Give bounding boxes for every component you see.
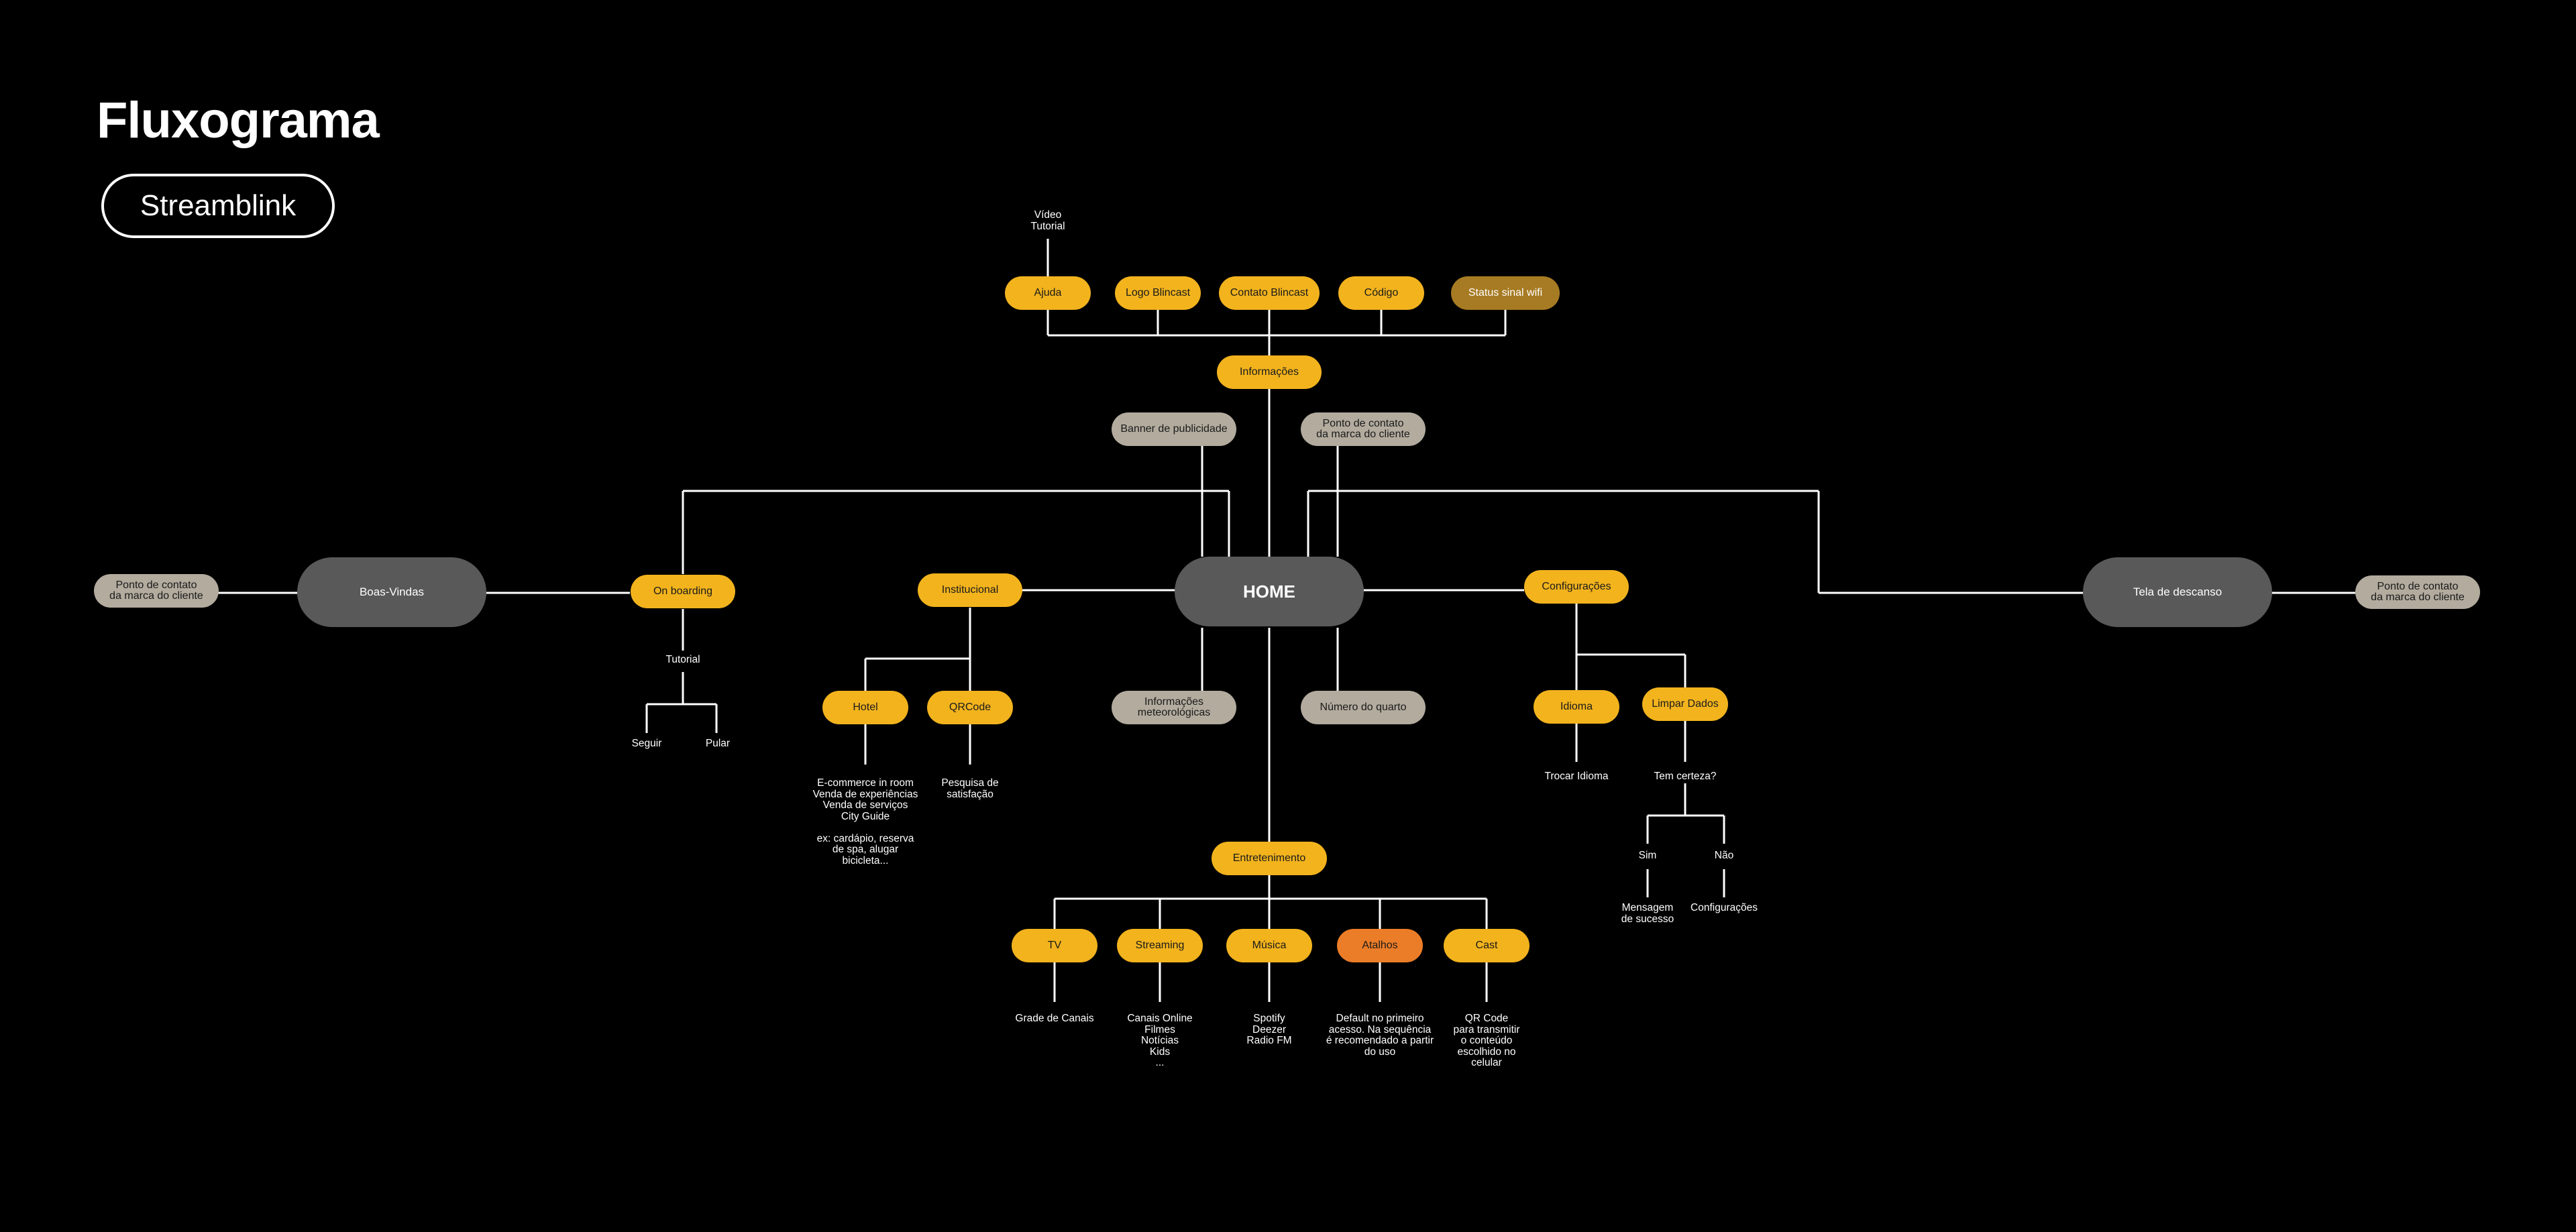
node-hotel[interactable]: Hotel bbox=[822, 691, 908, 724]
label-video-tutorial: Vídeo Tutorial bbox=[1030, 209, 1065, 232]
label-cast-descricao: QR Code para transmitir o conteúdo escol… bbox=[1453, 1013, 1520, 1068]
node-tv[interactable]: TV bbox=[1012, 929, 1097, 962]
node-idioma[interactable]: Idioma bbox=[1534, 690, 1619, 724]
label-pesquisa-satisfacao: Pesquisa de satisfação bbox=[941, 777, 999, 800]
label-tutorial: Tutorial bbox=[665, 654, 700, 665]
node-ponto-contato-topo[interactable]: Ponto de contato da marca do cliente bbox=[1301, 412, 1426, 446]
node-on-boarding[interactable]: On boarding bbox=[631, 575, 735, 608]
label-seguir: Seguir bbox=[631, 738, 662, 749]
node-tela-de-descanso[interactable]: Tela de descanso bbox=[2083, 557, 2272, 627]
node-streaming[interactable]: Streaming bbox=[1117, 929, 1203, 962]
node-home[interactable]: HOME bbox=[1175, 557, 1364, 626]
project-name-badge: Streamblink bbox=[101, 174, 335, 238]
label-sim: Sim bbox=[1638, 850, 1657, 861]
label-grade-de-canais: Grade de Canais bbox=[1015, 1013, 1094, 1024]
node-musica[interactable]: Música bbox=[1226, 929, 1312, 962]
label-streaming-itens: Canais Online Filmes Notícias Kids ... bbox=[1127, 1013, 1193, 1068]
node-cast[interactable]: Cast bbox=[1444, 929, 1529, 962]
node-ponto-contato-direita[interactable]: Ponto de contato da marca do cliente bbox=[2355, 575, 2480, 609]
label-hotel-servicos: E-commerce in room Venda de experiências… bbox=[812, 777, 918, 866]
page-title: Fluxograma bbox=[97, 92, 380, 149]
node-configuracoes[interactable]: Configurações bbox=[1524, 570, 1629, 604]
node-logo-blincast[interactable]: Logo Blincast bbox=[1115, 276, 1201, 310]
node-qrcode[interactable]: QRCode bbox=[927, 691, 1013, 724]
node-status-sinal-wifi[interactable]: Status sinal wifi bbox=[1451, 276, 1560, 310]
node-codigo[interactable]: Código bbox=[1338, 276, 1424, 310]
node-entretenimento[interactable]: Entretenimento bbox=[1212, 842, 1327, 875]
node-institucional[interactable]: Institucional bbox=[918, 573, 1022, 607]
node-contato-blincast[interactable]: Contato Blincast bbox=[1219, 276, 1320, 310]
label-mensagem-sucesso: Mensagem de sucesso bbox=[1621, 902, 1674, 925]
label-pular: Pular bbox=[705, 738, 731, 749]
node-banner-publicidade[interactable]: Banner de publicidade bbox=[1112, 412, 1236, 446]
node-ponto-contato-esquerda[interactable]: Ponto de contato da marca do cliente bbox=[94, 574, 219, 608]
node-ajuda[interactable]: Ajuda bbox=[1005, 276, 1091, 310]
label-trocar-idioma: Trocar Idioma bbox=[1544, 771, 1609, 782]
node-limpar-dados[interactable]: Limpar Dados bbox=[1642, 687, 1728, 721]
node-informacoes-meteorologicas[interactable]: Informações meteorológicas bbox=[1112, 691, 1236, 724]
label-nao: Não bbox=[1714, 850, 1734, 861]
label-atalhos-descricao: Default no primeiro acesso. Na sequência… bbox=[1326, 1013, 1434, 1058]
node-informacoes[interactable]: Informações bbox=[1217, 355, 1322, 389]
node-boas-vindas[interactable]: Boas-Vindas bbox=[297, 557, 486, 627]
node-numero-do-quarto[interactable]: Número do quarto bbox=[1301, 691, 1426, 724]
label-configuracoes-retorno: Configurações bbox=[1690, 902, 1758, 913]
label-tem-certeza: Tem certeza? bbox=[1654, 771, 1717, 782]
node-atalhos[interactable]: Atalhos bbox=[1337, 929, 1423, 962]
label-musica-itens: Spotify Deezer Radio FM bbox=[1246, 1013, 1292, 1046]
